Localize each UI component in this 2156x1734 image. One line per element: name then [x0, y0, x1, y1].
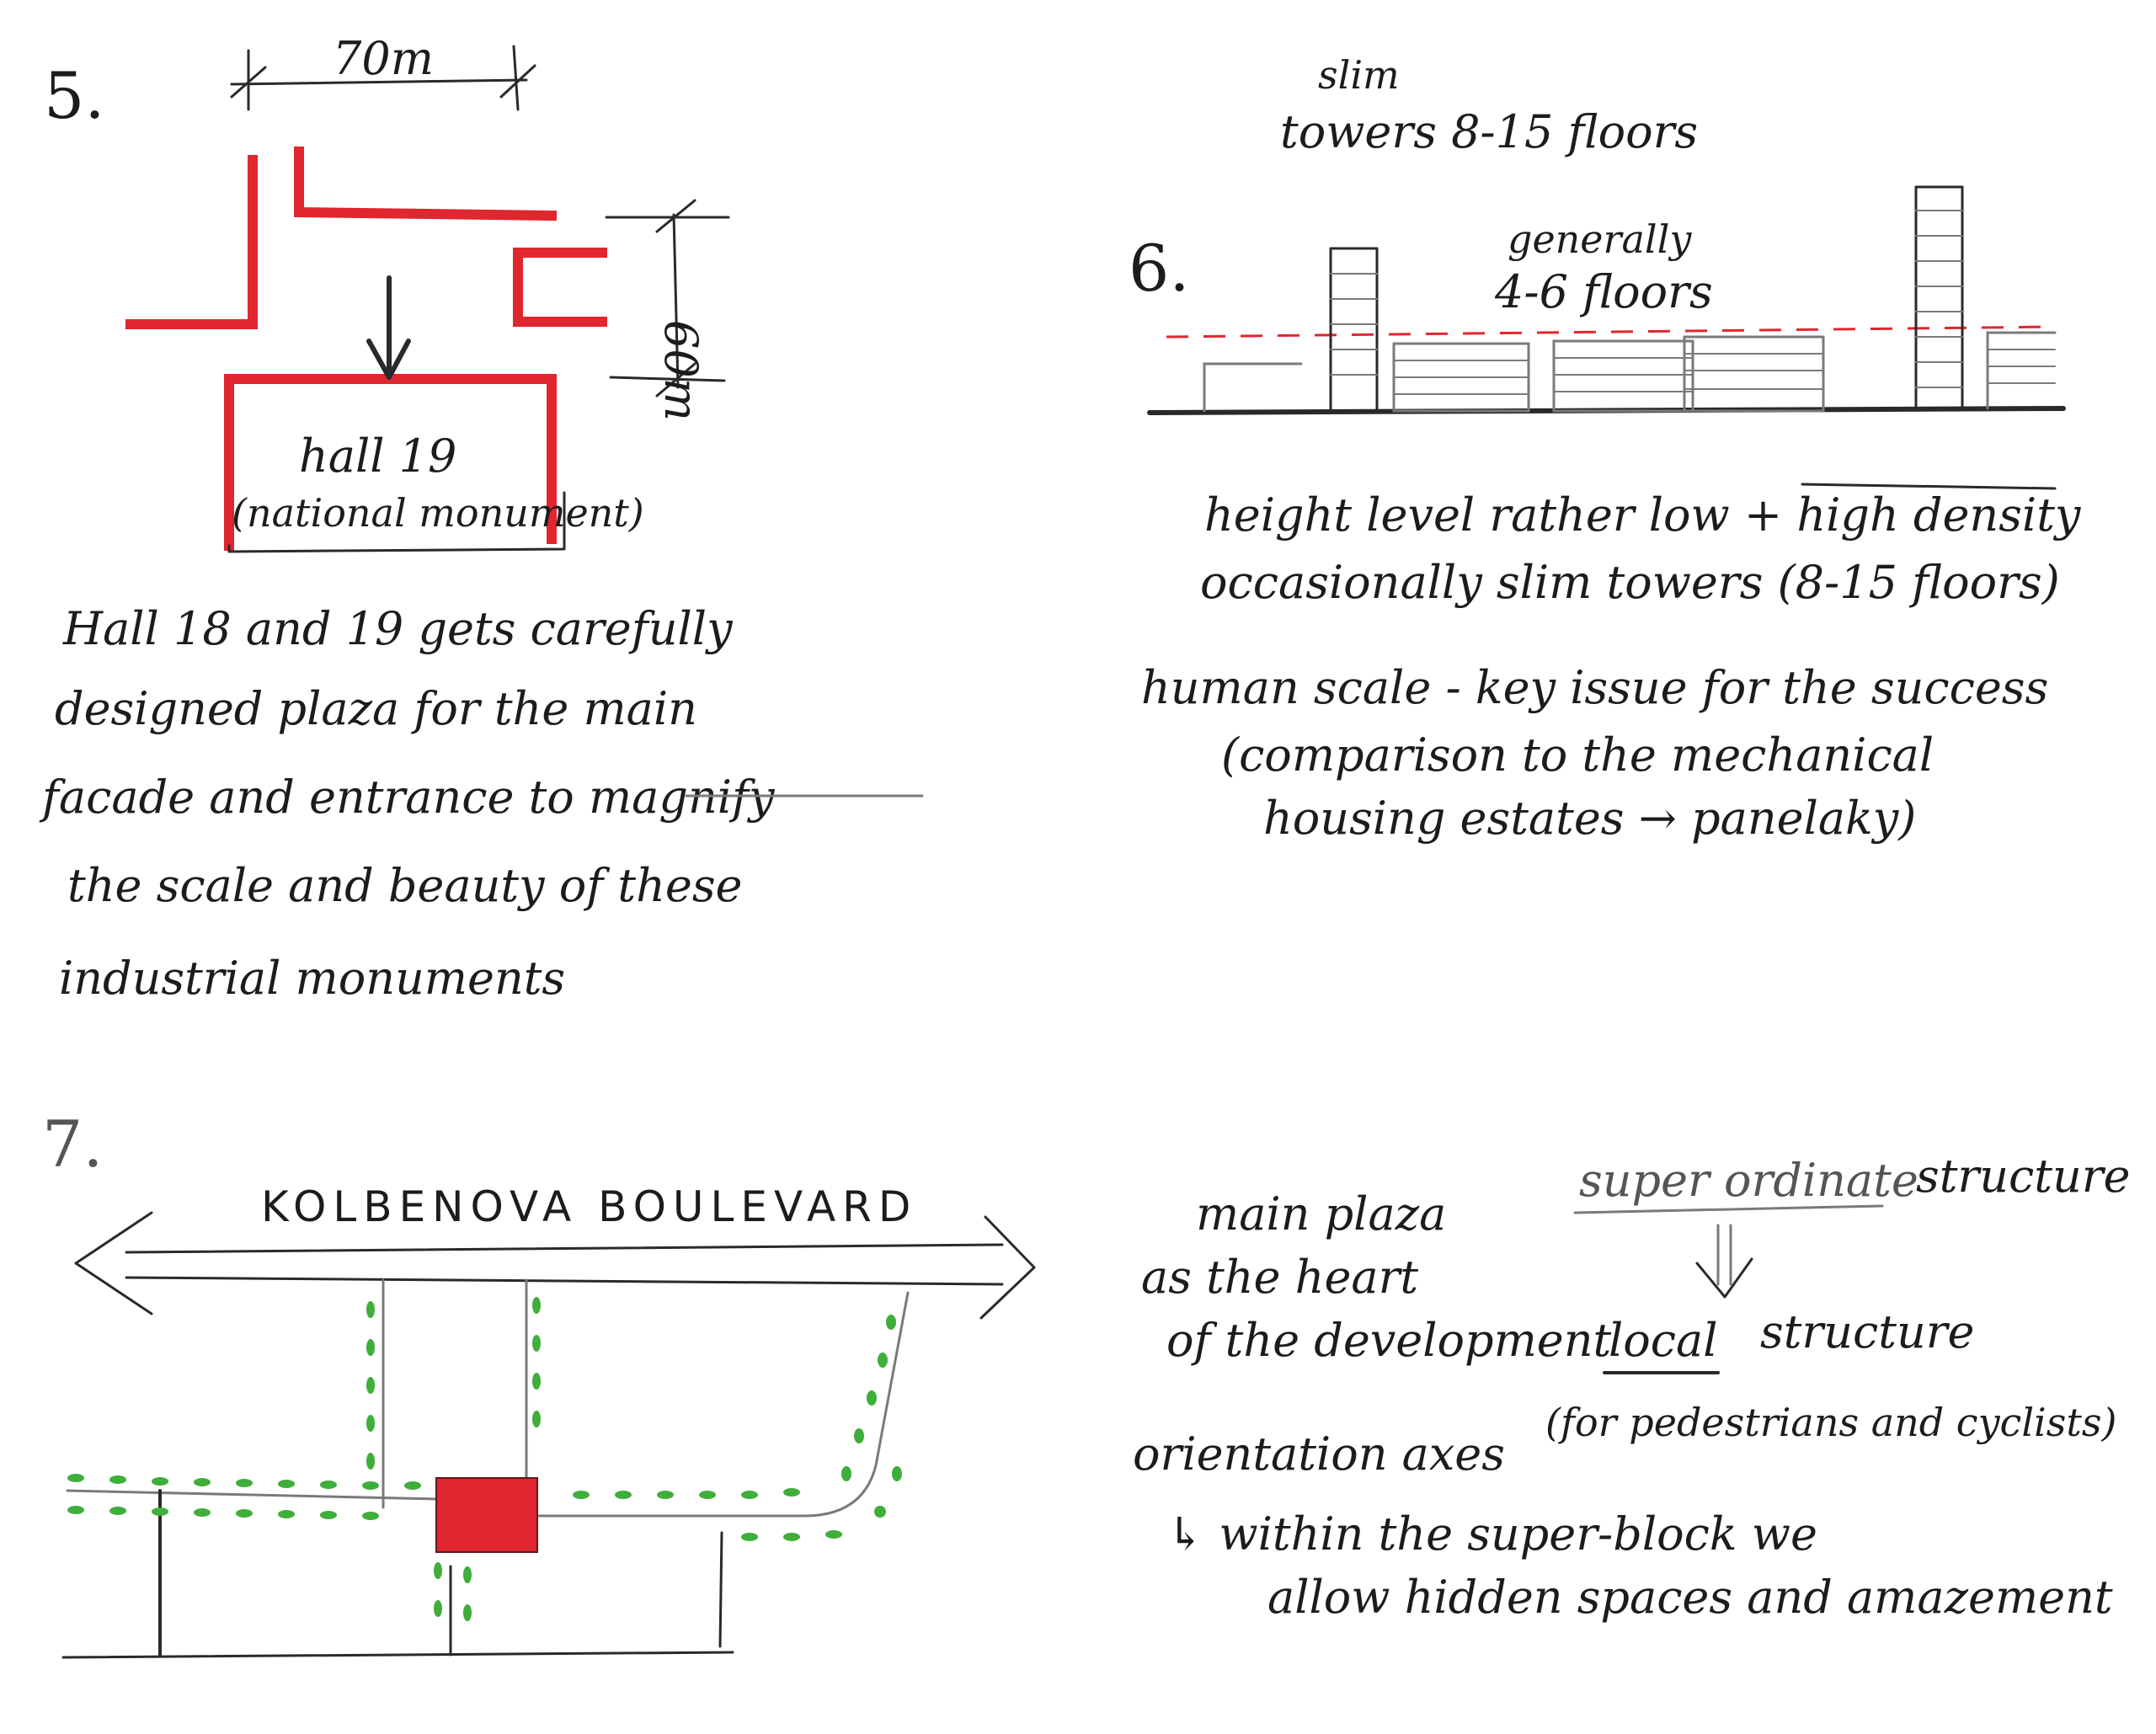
height-level-dashed-line [1166, 325, 2056, 339]
plaza-note-line: of the development [1166, 1314, 1612, 1367]
section-6-line: (comparison to the mechanical [1221, 728, 1934, 782]
section-5-line: designed plaza for the main [55, 682, 697, 735]
dimension-70m-label: 70m [333, 32, 434, 85]
plaza-note-line: as the heart [1141, 1251, 1418, 1304]
section-6-line: occasionally slim towers (8-15 floors) [1200, 556, 2060, 609]
section-6-line: housing estates → panelaky) [1263, 792, 1916, 845]
mid-rise-block-2 [1552, 339, 1694, 413]
high-density-underline [1801, 483, 2057, 490]
boulevard-label: KOLBENOVA BOULEVARD [261, 1182, 917, 1231]
section-6-line: height level rather low + high density [1204, 488, 2082, 542]
structure-word: structure [1916, 1150, 2131, 1203]
skyline-section-sketch [1147, 185, 2066, 415]
section-5-line: the scale and beauty of these [67, 859, 742, 912]
section-7-number: 7. [42, 1107, 104, 1182]
section-6-line: human scale - key issue for the success [1141, 661, 2048, 714]
mid-rise-block-1 [1392, 342, 1530, 413]
orientation-axes-note: orientation axes [1133, 1427, 1505, 1481]
section-6: slim towers 8-15 floors 6. generally 4-6… [1129, 52, 2082, 845]
local-label: local [1609, 1314, 1718, 1367]
down-arrow-icon [366, 275, 411, 380]
plaza-heart-note: main plaza as the heart of the developme… [1141, 1187, 1612, 1367]
tree-rows [67, 1297, 902, 1621]
section-5-line: industrial monuments [59, 952, 565, 1005]
site-plan [61, 1278, 910, 1659]
within-super-block-line: allow hidden spaces and amazement [1267, 1571, 2113, 1624]
section-5-line: facade and entrance to magnify [39, 771, 776, 824]
super-ordinate-underline [1573, 1204, 1884, 1214]
mid-rise-block-4 [1986, 331, 2057, 410]
hall-19-subtitle: (national monument) [232, 490, 644, 536]
dimension-70m [230, 45, 536, 111]
super-ordinate-label: super ordinate [1579, 1154, 1919, 1207]
dimension-60m [605, 199, 730, 397]
local-structure-note: (for pedestrians and cyclists) [1545, 1400, 2116, 1445]
towers-floors-note: towers 8-15 floors [1280, 105, 1698, 158]
slim-note: slim [1318, 52, 1400, 98]
four-six-floors-note: 4-6 floors [1494, 265, 1713, 318]
generally-note: generally [1508, 216, 1692, 262]
dimension-60m-label: 60m [654, 320, 707, 421]
slim-tower-right [1914, 185, 1964, 410]
main-plaza-marker [435, 1477, 538, 1553]
mid-rise-block-3 [1683, 335, 1825, 413]
within-super-block-line: ↳ within the super-block we [1166, 1507, 1817, 1561]
hall-18-outline [125, 147, 607, 329]
plaza-note-line: main plaza [1196, 1187, 1446, 1240]
section-7: 7. KOLBENOVA BOULEVARD [42, 1107, 2131, 1659]
boulevard-double-arrow [74, 1211, 1036, 1320]
section-5-number: 5. [44, 58, 105, 133]
slim-tower-left [1329, 247, 1379, 413]
section-6-text: height level rather low + high density o… [1141, 483, 2082, 845]
section-6-number: 6. [1129, 231, 1190, 306]
local-structure-word: structure [1760, 1305, 1975, 1358]
double-down-arrow-icon [1695, 1224, 1753, 1299]
hall-19-label: hall 19 [299, 429, 456, 483]
section-5-text: Hall 18 and 19 gets carefully designed p… [39, 602, 924, 1005]
section-5: 5. 70m 60m [39, 32, 924, 1005]
section-5-line: Hall 18 and 19 gets carefully [62, 602, 734, 655]
